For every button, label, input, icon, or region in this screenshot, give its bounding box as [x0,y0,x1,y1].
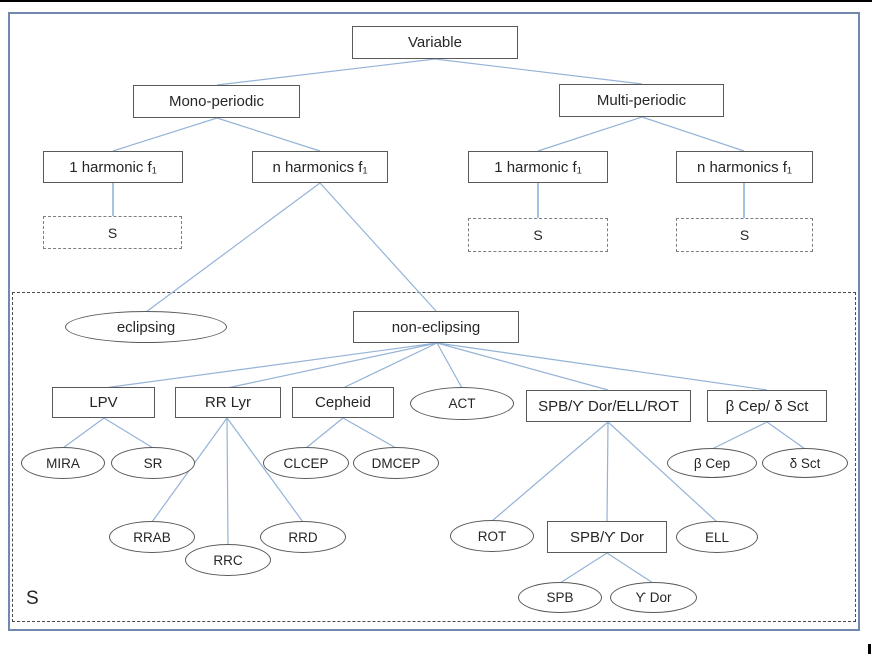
node-s-dashed-left: S [43,216,182,249]
node-gdor: ϒ Dor [610,582,697,613]
connector-line [226,417,229,546]
connector-line [226,342,438,389]
node-spb: SPB [518,582,602,613]
connector-line [216,58,436,86]
node-rrab: RRAB [109,521,195,553]
outer-frame [8,12,860,631]
node-multi-periodic: Multi-periodic [559,84,724,117]
connector-line [112,117,218,152]
node-rrd: RRD [260,521,346,553]
connector-line [226,417,304,523]
node-dsct: δ Sct [762,448,848,478]
node-rot: ROT [450,520,534,552]
node-clcep: CLCEP [263,447,349,479]
connector-line [766,421,806,450]
connector-line [103,342,438,389]
connector-line [436,342,463,389]
node-sr: SR [111,447,195,479]
connector-line [319,182,437,312]
node-mono-periodic: Mono-periodic [133,85,300,118]
node-s-dashed-right: S [676,218,813,252]
node-n-harmonics-left: n harmonics f₁ [252,151,388,183]
connector-line [436,342,609,391]
connector-line [491,421,609,522]
connector-line [342,417,397,449]
node-rr-lyr: RR Lyr [175,387,281,418]
region-s-label: S [26,588,39,609]
bottom-right-tick [868,644,871,654]
connector-line [606,552,654,584]
connector-line [305,417,344,449]
node-1-harmonic-right: 1 harmonic f₁ [468,151,608,183]
node-bcep: β Cep [667,448,757,478]
connector-line [606,421,609,523]
connector-line [641,116,745,152]
connector-line [607,421,718,523]
connector-line [145,182,321,313]
node-ell: ELL [676,521,758,553]
connector-line [537,116,643,152]
node-n-harmonics-right: n harmonics f₁ [676,151,813,183]
node-dmcep: DMCEP [353,447,439,479]
node-rrc: RRC [185,544,271,576]
node-act: ACT [410,387,514,420]
connector-line [216,117,321,152]
node-spb-gdor-ell-rot: SPB/ϒ Dor/ELL/ROT [526,390,691,422]
node-non-eclipsing: non-eclipsing [353,311,519,343]
node-spb-gdor: SPB/ϒ Dor [547,521,667,553]
node-bcep-dsct: β Cep/ δ Sct [707,390,827,422]
selected-subtree-dashed-region [12,292,856,622]
connector-line [103,417,154,449]
node-1-harmonic-left: 1 harmonic f₁ [43,151,183,183]
node-lpv: LPV [52,387,155,418]
top-border-rule [0,0,872,2]
connector-line [434,58,643,85]
connector-line [559,552,608,584]
node-cepheid: Cepheid [292,387,394,418]
node-mira: MIRA [21,447,105,479]
connector-line [436,342,768,391]
connector-line [62,417,105,449]
node-s-dashed-mid: S [468,218,608,252]
connector-line [711,421,768,450]
node-variable: Variable [352,26,518,59]
connector-line [342,342,438,389]
node-eclipsing: eclipsing [65,311,227,343]
